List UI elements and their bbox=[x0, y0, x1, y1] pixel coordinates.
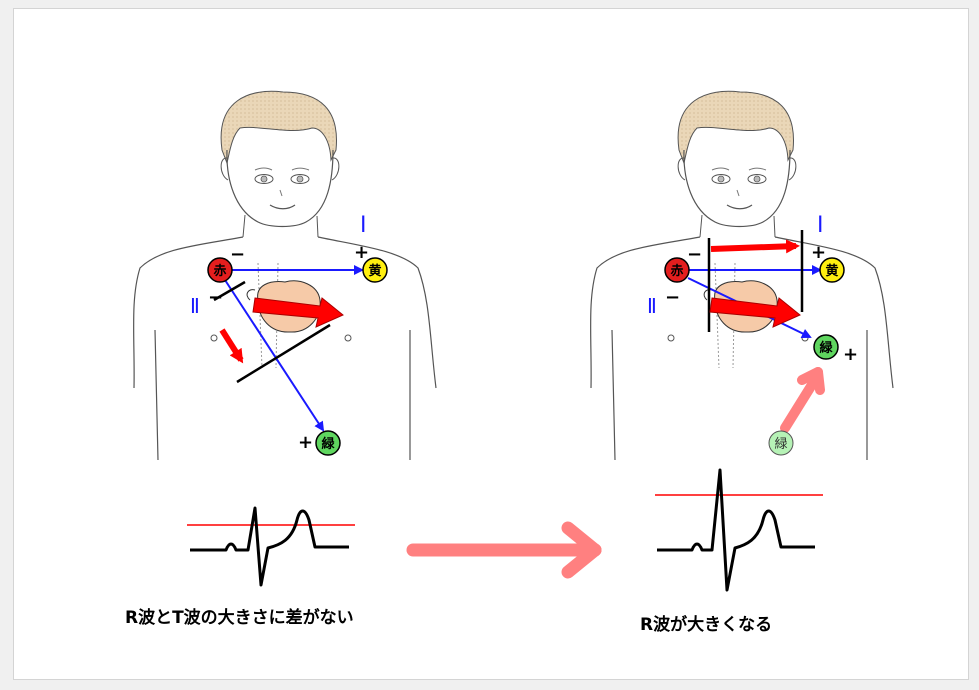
left-hair bbox=[221, 91, 336, 163]
svg-text:黄: 黄 bbox=[825, 263, 838, 279]
left-lead-I-label: Ⅰ bbox=[360, 213, 367, 238]
left-electrode-green: 緑 bbox=[316, 431, 340, 455]
right-minus-I: − bbox=[687, 244, 702, 265]
right-lead-I-projection-arrow bbox=[711, 246, 796, 249]
left-eyes bbox=[255, 168, 309, 183]
transition-arrow bbox=[413, 528, 595, 572]
svg-text:緑: 緑 bbox=[819, 340, 833, 356]
svg-text:黄: 黄 bbox=[368, 263, 381, 279]
left-lead-II-projection-arrow bbox=[222, 330, 241, 360]
right-minus-II: − bbox=[665, 287, 680, 308]
right-plus-I: + bbox=[811, 242, 826, 263]
left-minus-I: − bbox=[230, 244, 245, 265]
right-electrode-red: 赤 bbox=[665, 258, 689, 282]
right-lead-I-label: Ⅰ bbox=[817, 213, 824, 238]
svg-text:赤: 赤 bbox=[670, 263, 683, 279]
left-plus-I: + bbox=[354, 242, 369, 263]
left-face bbox=[227, 150, 333, 227]
right-ecg-trace bbox=[657, 470, 815, 590]
left-ecg-trace bbox=[190, 508, 349, 585]
right-lead-II-label: Ⅱ bbox=[647, 294, 657, 318]
right-body-figure bbox=[591, 91, 893, 460]
right-electrode-green: 緑 bbox=[814, 335, 838, 359]
left-electrode-red: 赤 bbox=[208, 258, 232, 282]
right-plus-II: + bbox=[843, 344, 858, 365]
left-minus-II: − bbox=[208, 287, 223, 308]
left-plus-II: + bbox=[298, 432, 313, 453]
left-body-figure bbox=[134, 91, 436, 460]
left-lead-II-label: Ⅱ bbox=[190, 294, 200, 318]
right-electrode-green-old-position: 緑 bbox=[769, 431, 793, 455]
left-mouth bbox=[270, 205, 295, 209]
svg-text:赤: 赤 bbox=[213, 263, 226, 279]
left-projection-bar-2 bbox=[237, 325, 330, 382]
svg-text:緑: 緑 bbox=[774, 437, 787, 452]
svg-text:緑: 緑 bbox=[321, 436, 335, 452]
left-caption: R波とT波の大きさに差がない bbox=[125, 603, 354, 628]
electrode-move-arrow bbox=[785, 372, 820, 428]
right-caption: R波が大きくなる bbox=[640, 610, 772, 635]
